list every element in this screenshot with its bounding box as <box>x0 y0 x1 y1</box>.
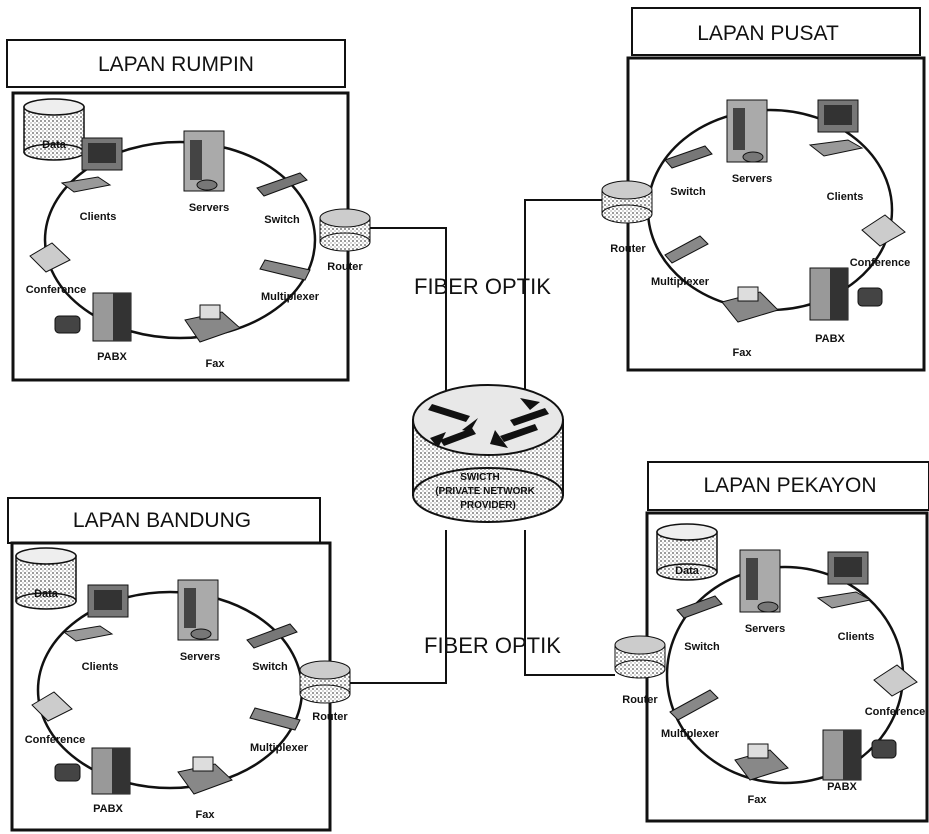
core-switch-label-2: (PRIVATE NETWORK <box>435 486 535 497</box>
site-title: LAPAN RUMPIN <box>98 53 254 76</box>
switch-label: Switch <box>684 641 720 653</box>
core-switch-label-3: PROVIDER) <box>460 500 516 511</box>
core-switch: SWICTH (PRIVATE NETWORK PROVIDER) <box>413 385 563 522</box>
servers-icon <box>178 580 218 640</box>
router-label: Router <box>622 694 658 706</box>
site-pekayon: LAPAN PEKAYON Data Switch Servers Client… <box>615 462 929 821</box>
site-panel <box>628 58 924 370</box>
data-label: Data <box>42 139 67 151</box>
clients-icon <box>810 100 862 156</box>
site-pusat: LAPAN PUSAT Switch Servers Clients Confe… <box>602 8 924 370</box>
router-label: Router <box>610 243 646 255</box>
router-icon <box>615 636 665 678</box>
conference-label: Conference <box>26 284 87 296</box>
router-icon <box>602 181 652 223</box>
router-icon <box>300 661 350 703</box>
site-bandung: LAPAN BANDUNG Data Clients Servers Switc… <box>8 498 350 830</box>
multiplexer-label: Multiplexer <box>651 276 710 288</box>
router-label: Router <box>312 711 348 723</box>
data-storage: Data <box>16 548 76 609</box>
pabx-label: PABX <box>93 803 123 815</box>
link-bandung <box>350 530 446 683</box>
fax-label: Fax <box>196 809 216 821</box>
data-storage: Data <box>657 524 717 580</box>
data-storage: Data <box>24 99 84 160</box>
clients-label: Clients <box>827 191 864 203</box>
clients-label: Clients <box>80 211 117 223</box>
site-title: LAPAN PEKAYON <box>703 474 876 497</box>
servers-label: Servers <box>745 623 785 635</box>
conference-label: Conference <box>865 706 926 718</box>
data-label: Data <box>675 565 700 577</box>
clients-label: Clients <box>82 661 119 673</box>
router-icon <box>320 209 370 251</box>
fax-label: Fax <box>206 358 226 370</box>
pabx-label: PABX <box>97 351 127 363</box>
site-rumpin: LAPAN RUMPIN Data Clients Servers Switch <box>7 40 370 380</box>
data-label: Data <box>34 588 59 600</box>
site-title: LAPAN BANDUNG <box>73 509 251 532</box>
fax-label: Fax <box>748 794 768 806</box>
servers-icon <box>727 100 767 162</box>
site-title: LAPAN PUSAT <box>697 22 839 45</box>
servers-icon <box>740 550 780 612</box>
multiplexer-label: Multiplexer <box>261 291 320 303</box>
fiber-label-top: FIBER OPTIK <box>414 274 551 299</box>
fax-label: Fax <box>733 347 753 359</box>
servers-label: Servers <box>180 651 220 663</box>
fiber-label-bottom: FIBER OPTIK <box>424 633 561 658</box>
link-rumpin <box>370 228 446 400</box>
pabx-label: PABX <box>815 333 845 345</box>
servers-icon <box>184 131 224 191</box>
switch-label: Switch <box>252 661 288 673</box>
conference-label: Conference <box>850 257 911 269</box>
multiplexer-label: Multiplexer <box>661 728 720 740</box>
core-switch-label-1: SWICTH <box>460 472 499 483</box>
switch-label: Switch <box>264 214 300 226</box>
switch-label: Switch <box>670 186 706 198</box>
router-label: Router <box>327 261 363 273</box>
servers-label: Servers <box>732 173 772 185</box>
conference-label: Conference <box>25 734 86 746</box>
clients-label: Clients <box>838 631 875 643</box>
multiplexer-label: Multiplexer <box>250 742 309 754</box>
pabx-label: PABX <box>827 781 857 793</box>
servers-label: Servers <box>189 202 229 214</box>
